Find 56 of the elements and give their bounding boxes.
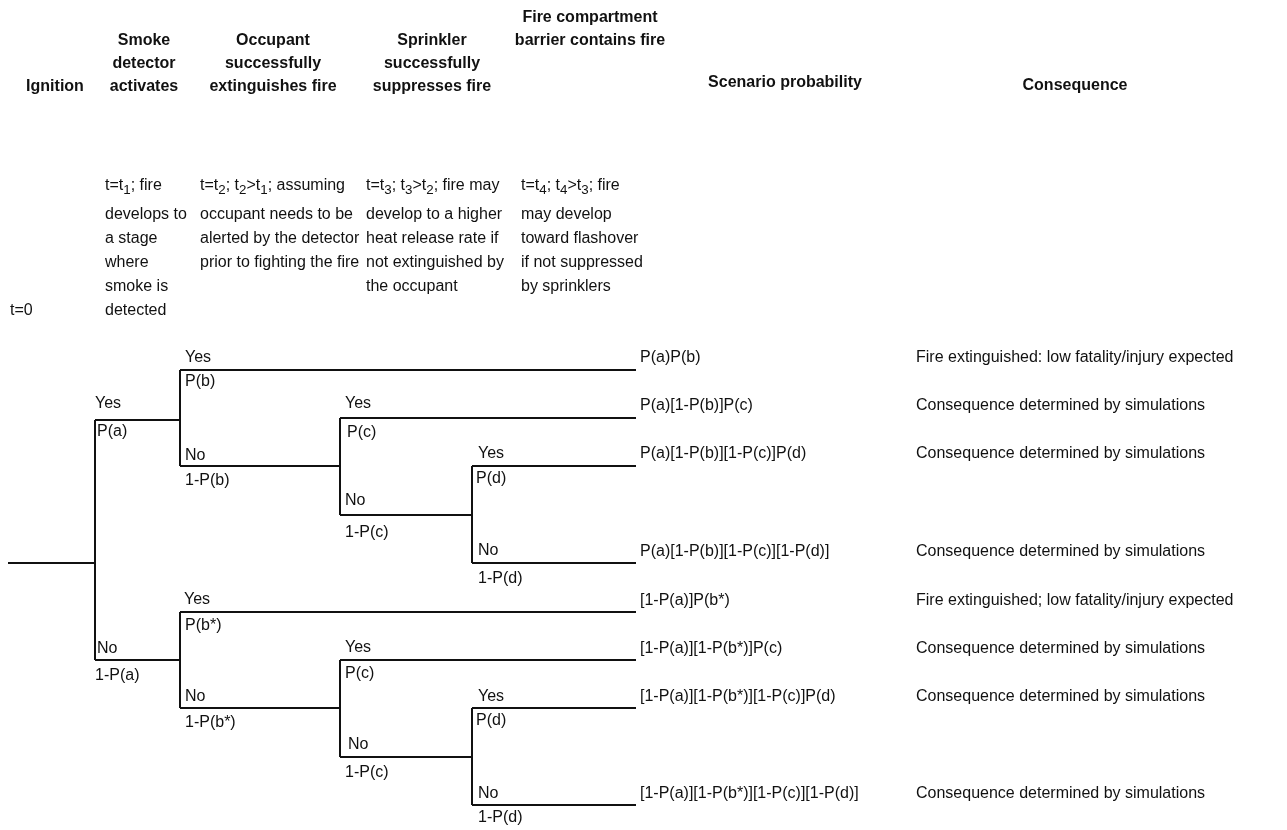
branch-label: No [478, 540, 499, 560]
scenario-probability: P(a)[1-P(b)][1-P(c)][1-P(d)] [640, 541, 830, 561]
event-description: t=t$_{1}$; fire develops to a stage where smoke is detected [105, 175, 188, 321]
branch-label: Yes [184, 589, 211, 609]
scenario-probability: [1-P(a)][1-P(b*)][1-P(c)]P(d) [640, 686, 836, 706]
time-label: t=0 [10, 300, 33, 320]
column-header: Fire compartment barrier contains fire [513, 7, 667, 50]
event-description: t=t$_{4}$; t$_{4}$>t$_{3}$; fire may develop toward flashover if not suppressed by sprinklers [521, 175, 644, 297]
branch-label: No [185, 445, 206, 465]
column-header: Sprinkler successfully suppresses fire [371, 30, 493, 96]
column-header: Ignition [25, 76, 85, 96]
branch-label: No [348, 734, 369, 754]
consequence-text: Consequence determined by simulations [916, 686, 1206, 706]
column-header: Smoke detector activates [108, 30, 180, 96]
consequence-text: Fire extinguished: low fatality/injury expected [916, 347, 1234, 367]
consequence-text: Consequence determined by simulations [916, 395, 1206, 415]
consequence-text: Consequence determined by simulations [916, 638, 1206, 658]
branch-label: Yes [345, 393, 372, 413]
branch-label: No [97, 638, 118, 658]
column-header: Occupant successfully extinguishes fire [208, 30, 338, 96]
branch-label: Yes [345, 637, 372, 657]
branch-probability: 1-P(c) [345, 522, 389, 542]
branch-label: Yes [185, 347, 212, 367]
consequence-text: Consequence determined by simulations [916, 783, 1206, 803]
branch-probability: P(d) [476, 468, 507, 488]
scenario-probability: P(a)[1-P(b)]P(c) [640, 395, 753, 415]
branch-probability: 1-P(a) [95, 665, 140, 685]
consequence-text: Fire extinguished; low fatality/injury expected [916, 590, 1234, 610]
scenario-probability: P(a)[1-P(b)][1-P(c)]P(d) [640, 443, 807, 463]
branch-probability: P(a) [97, 421, 128, 441]
branch-probability: P(d) [476, 710, 507, 730]
branch-label: No [478, 783, 499, 803]
consequence-text: Consequence determined by simulations [916, 541, 1206, 561]
branch-probability: P(b*) [185, 615, 222, 635]
branch-probability: P(c) [347, 422, 377, 442]
scenario-probability: [1-P(a)][1-P(b*)][1-P(c)][1-P(d)] [640, 783, 859, 803]
branch-probability: 1-P(d) [478, 568, 523, 588]
branch-probability: 1-P(b*) [185, 712, 236, 732]
branch-probability: 1-P(b) [185, 470, 230, 490]
branch-label: Yes [95, 393, 122, 413]
scenario-probability: [1-P(a)]P(b*) [640, 590, 730, 610]
column-header: Consequence [1021, 75, 1129, 95]
branch-label: Yes [478, 443, 505, 463]
branch-probability: P(c) [345, 663, 375, 683]
branch-probability: 1-P(c) [345, 762, 389, 782]
branch-probability: 1-P(d) [478, 807, 523, 827]
branch-label: No [345, 490, 366, 510]
branch-label: No [185, 686, 206, 706]
event-description: t=t$_{3}$; t$_{3}$>t$_{2}$; fire may develop to a higher heat release rate if not extinguished by the occupant [366, 175, 505, 297]
scenario-probability: [1-P(a)][1-P(b*)]P(c) [640, 638, 783, 658]
column-header: Scenario probability [707, 72, 863, 92]
scenario-probability: P(a)P(b) [640, 347, 701, 367]
branch-probability: P(b) [185, 371, 216, 391]
consequence-text: Consequence determined by simulations [916, 443, 1206, 463]
branch-label: Yes [478, 686, 505, 706]
event-description: t=t$_{2}$; t$_{2}$>t$_{1}$; assuming occupant needs to be alerted by the detector prior to fighting the fire [200, 175, 361, 273]
